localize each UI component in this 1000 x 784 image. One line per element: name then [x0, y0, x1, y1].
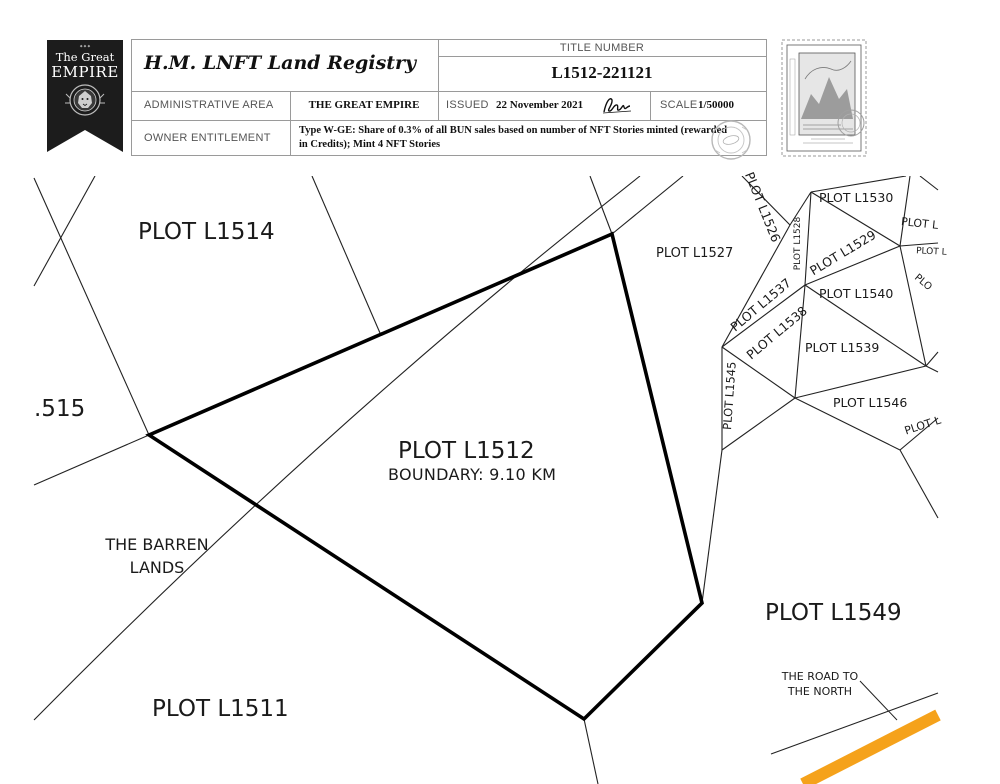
plot-border-line — [311, 176, 381, 334]
plot-border-line — [721, 284, 806, 348]
plot-border-line — [33, 434, 150, 486]
plot-border-line — [804, 191, 812, 286]
plot-label-l1515: .515 — [34, 396, 86, 422]
plot-border-line — [925, 365, 939, 373]
scale-value: 1/50000 — [698, 99, 735, 111]
banner-title-line2: EMPIRE — [51, 63, 119, 81]
area-label-barren-lands: THE BARREN LANDS — [105, 535, 209, 577]
plot-border-line — [794, 284, 806, 399]
arc-border-line — [33, 176, 641, 721]
title-number-label: TITLE NUMBER — [559, 42, 645, 54]
title-number-value: L1512-221121 — [551, 63, 653, 82]
plot-border-line — [810, 176, 907, 193]
plot-border-line — [701, 449, 723, 604]
road-label-leader — [859, 680, 898, 721]
banner-shape: ◆ ◆ ◆ — [47, 40, 123, 152]
table-divider — [438, 40, 439, 120]
table-divider — [290, 91, 291, 121]
postage-stamp-icon — [781, 39, 867, 157]
plot-border-line — [899, 176, 911, 247]
registry-table: H.M. LNFT Land Registry TITLE NUMBER L15… — [131, 39, 767, 156]
scale-label: SCALE — [660, 99, 698, 111]
owner-entitlement-value: Type W-GE: Share of 0.3% of all BUN sale… — [299, 125, 728, 150]
svg-text:◆ ◆ ◆: ◆ ◆ ◆ — [80, 44, 91, 48]
table-divider — [438, 56, 766, 57]
plot-border-line — [33, 176, 96, 287]
plot-border-line — [925, 351, 939, 367]
plot-border-line — [899, 245, 927, 367]
plot-label-l1539: PLOT L1539 — [805, 340, 880, 355]
administrative-area-value: THE GREAT EMPIRE — [308, 99, 420, 111]
owner-entitlement-label: OWNER ENTITLEMENT — [144, 132, 271, 144]
lion-crest-icon — [65, 84, 105, 116]
administrative-area-label: ADMINISTRATIVE AREA — [144, 99, 274, 111]
road-label: THE ROAD TO THE NORTH — [781, 670, 859, 698]
plot-border-line — [611, 176, 684, 235]
plot-label-l1540: PLOT L1540 — [819, 286, 894, 301]
plot-label-l1531-partial: PLOT L — [900, 215, 939, 232]
plot-border-line — [721, 224, 791, 348]
great-empire-banner: ◆ ◆ ◆ The Great EMPIRE — [47, 40, 123, 152]
main-plot-boundary: BOUNDARY: 9.10 KM — [388, 465, 557, 484]
plot-border-line — [741, 176, 791, 226]
plot-label-l1527: PLOT L1527 — [656, 246, 734, 261]
table-divider — [132, 91, 766, 92]
plot-label-l1514: PLOT L1514 — [138, 219, 275, 245]
plot-label-l1530: PLOT L1530 — [819, 190, 894, 205]
plot-border-line — [899, 449, 939, 519]
plot-border-line — [899, 417, 939, 451]
plot-label-l1532-partial: PLOT L — [915, 246, 947, 258]
circular-seal-icon — [711, 120, 751, 160]
plot-border-line — [794, 365, 927, 399]
plot-border-line — [33, 177, 150, 436]
plot-border-line — [804, 284, 927, 367]
plot-border-line — [721, 346, 796, 399]
issued-date-value: 22 November 2021 — [496, 99, 584, 111]
plot-border-line — [583, 718, 599, 784]
plot-label-l1528: PLOT L1528 — [793, 216, 804, 271]
plot-border-line — [919, 176, 939, 191]
plot-border-line — [589, 176, 613, 235]
plot-label-l1511: PLOT L1511 — [152, 696, 289, 722]
plot-border-line — [810, 191, 901, 247]
road-edge — [770, 692, 939, 755]
plot-border-line — [789, 191, 812, 226]
issued-label: ISSUED — [446, 99, 489, 111]
table-divider — [650, 91, 651, 121]
road-the-north — [800, 709, 941, 784]
plot-border-line — [721, 397, 796, 451]
banner-title-line1: The Great — [55, 50, 115, 64]
plot-label-l1546: PLOT L1546 — [833, 395, 908, 410]
table-divider — [132, 120, 766, 121]
plot-l1512-boundary[interactable] — [145, 231, 704, 722]
main-plot-name: PLOT L1512 — [398, 438, 535, 464]
signature-icon — [602, 98, 632, 114]
plot-label-l1549: PLOT L1549 — [765, 600, 902, 626]
registry-header: ◆ ◆ ◆ The Great EMPIRE H.M. LNFT Land Re… — [0, 0, 1000, 170]
registry-title: H.M. LNFT Land Registry — [144, 52, 417, 74]
plot-border-line — [794, 397, 901, 451]
plot-border-line — [899, 242, 939, 247]
table-divider — [290, 120, 291, 156]
plot-border-line — [804, 245, 901, 286]
